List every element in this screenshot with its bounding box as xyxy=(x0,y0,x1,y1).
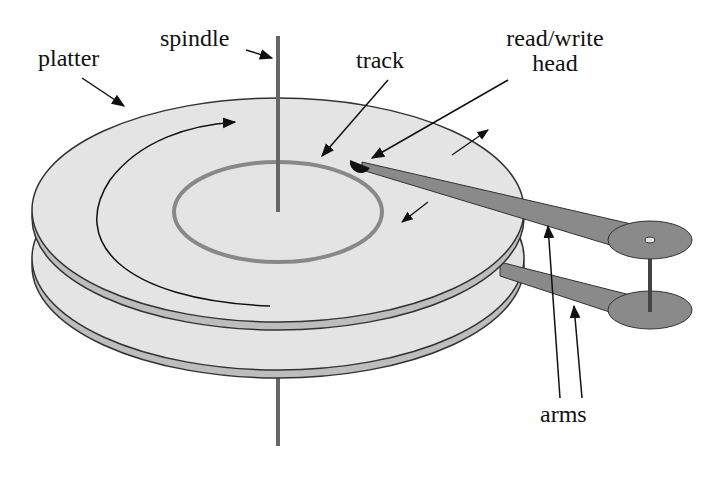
part-label: spindle xyxy=(160,26,229,51)
motion-arrow xyxy=(402,202,428,222)
leader-line xyxy=(574,306,582,398)
leader-line xyxy=(548,226,560,398)
part-label: platter xyxy=(38,46,99,71)
spindle-shaft xyxy=(276,370,280,446)
part-label: read/write head xyxy=(490,26,620,76)
arm-pivot xyxy=(608,221,692,259)
arm xyxy=(362,162,640,254)
read-write-head xyxy=(350,160,370,173)
part-label: arms xyxy=(540,402,587,427)
leader-line xyxy=(246,50,272,58)
rotation-arrow xyxy=(97,122,270,306)
leader-line xyxy=(322,80,388,156)
pivot-hole xyxy=(645,237,655,243)
motion-arrow xyxy=(452,130,488,155)
part-label: track xyxy=(356,48,404,73)
leader-line xyxy=(82,78,124,106)
spindle-shaft xyxy=(276,36,280,212)
leader-line xyxy=(372,80,508,158)
